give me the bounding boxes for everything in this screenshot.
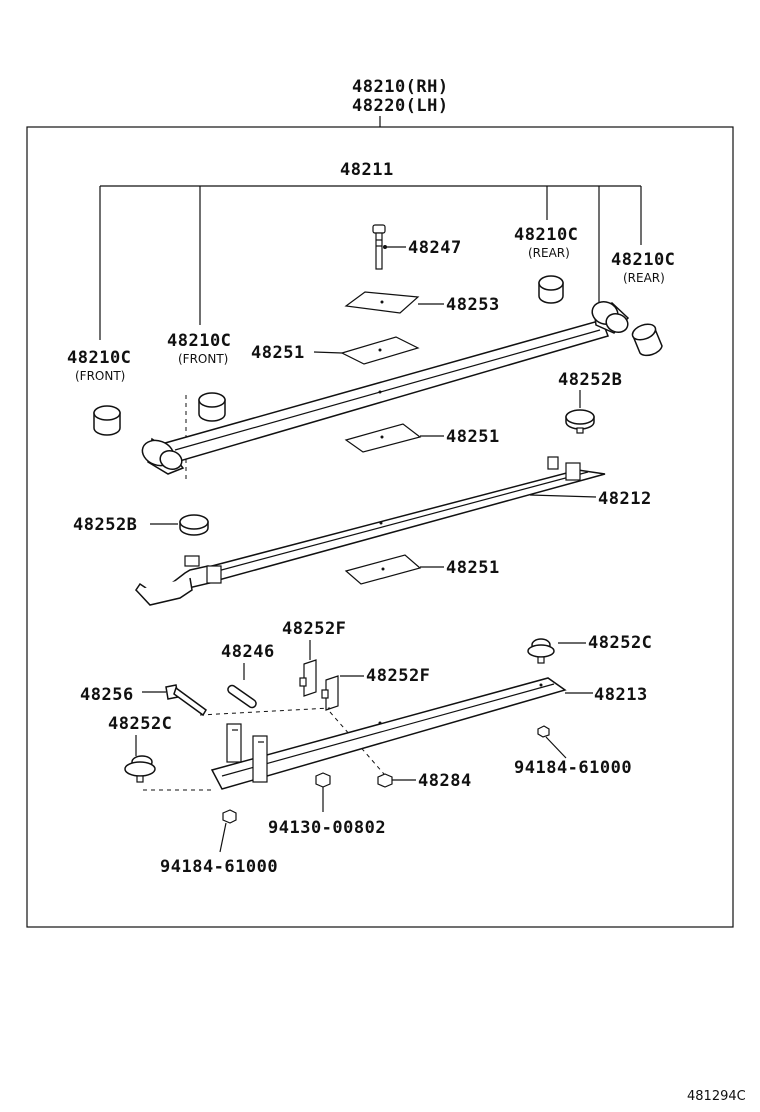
nut-94184-left[interactable]: [222, 809, 237, 824]
center-bolt-48247[interactable]: [372, 224, 386, 270]
leaf-no3-label[interactable]: 48213: [594, 685, 648, 705]
bumper-48252c-right[interactable]: [527, 638, 555, 664]
bushing-rear-upper-label[interactable]: 48210C: [514, 225, 578, 245]
bushing-rear-upper-sub: (REAR): [528, 246, 570, 260]
nut-left-label[interactable]: 94184-61000: [160, 857, 278, 877]
leaf-no1-bracket: [99, 185, 642, 340]
bushing-front-left-sub: (FRONT): [75, 369, 125, 383]
bumper-48252b-left[interactable]: [179, 514, 209, 536]
assembly-frame: [26, 126, 734, 928]
bushing-front-mid-sub: (FRONT): [178, 352, 228, 366]
insert-upper-label[interactable]: 48251: [251, 343, 305, 363]
nut-right-label[interactable]: 94184-61000: [514, 758, 632, 778]
bushing-front-left[interactable]: [93, 405, 121, 436]
nut-94130-center[interactable]: [315, 772, 331, 788]
bushing-rear-upper[interactable]: [538, 275, 564, 304]
assembly-rh-label[interactable]: 48210(RH): [352, 77, 449, 97]
assembly-lh-label[interactable]: 48220(LH): [352, 96, 449, 116]
leaf-spring-no3[interactable]: [210, 677, 567, 790]
nut-94184-right[interactable]: [537, 725, 550, 738]
bumper-c-left-label[interactable]: 48252C: [108, 714, 172, 734]
bushing-front-left-label[interactable]: 48210C: [67, 348, 131, 368]
leaf-no1-label[interactable]: 48211: [340, 160, 394, 180]
leaf-spring-no2[interactable]: [134, 456, 606, 606]
nut-48284[interactable]: [377, 773, 393, 788]
plate-label[interactable]: 48253: [446, 295, 500, 315]
clip-48252f-right[interactable]: [321, 675, 339, 711]
bumper-left-label[interactable]: 48252B: [73, 515, 137, 535]
bushing-front-mid[interactable]: [198, 392, 226, 422]
nut-48284-label[interactable]: 48284: [418, 771, 472, 791]
clip-48252f-left[interactable]: [299, 659, 317, 697]
pin-48246[interactable]: [227, 684, 257, 709]
illustration-code: 481294C: [687, 1089, 746, 1104]
leaf-spring-no1[interactable]: [139, 298, 631, 475]
leaf-no2-label[interactable]: 48212: [598, 489, 652, 509]
bushing-rear-lower-label[interactable]: 48210C: [611, 250, 675, 270]
nut-center-label[interactable]: 94130-00802: [268, 818, 386, 838]
bolt-centerline: [199, 707, 331, 716]
bumper-48252b-right[interactable]: [565, 409, 595, 434]
bushing-rear-lower-sub: (REAR): [623, 271, 665, 285]
clip-right-label[interactable]: 48252F: [366, 666, 430, 686]
bumper-c-right-label[interactable]: 48252C: [588, 633, 652, 653]
center-bolt-label[interactable]: 48247: [408, 238, 462, 258]
bushing-front-mid-label[interactable]: 48210C: [167, 331, 231, 351]
insert-middle-label[interactable]: 48251: [446, 427, 500, 447]
clip-left-label[interactable]: 48252F: [282, 619, 346, 639]
bumper-right-label[interactable]: 48252B: [558, 370, 622, 390]
bumper-48252c-left[interactable]: [124, 755, 156, 783]
bolt-48256[interactable]: [165, 684, 207, 717]
insert-lower-label[interactable]: 48251: [446, 558, 500, 578]
pin-label[interactable]: 48246: [221, 642, 275, 662]
bolt-clip-label[interactable]: 48256: [80, 685, 134, 705]
bushing-rear-lower[interactable]: [630, 321, 663, 357]
